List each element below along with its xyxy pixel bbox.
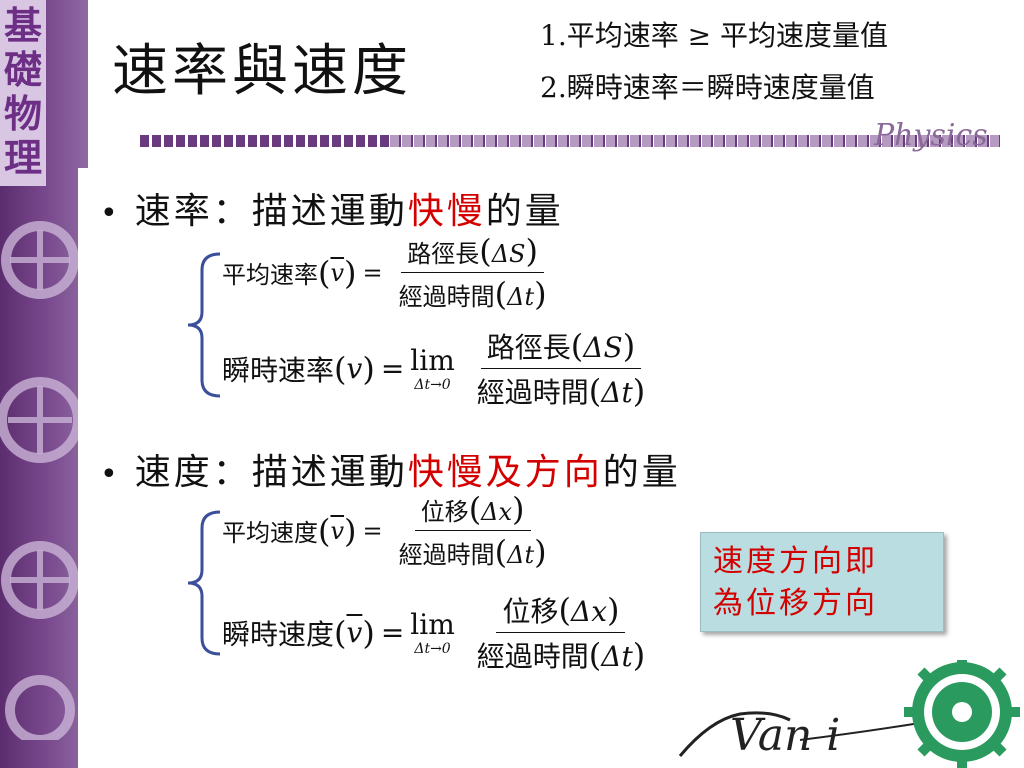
eq2-den: 經過時間 [476, 376, 589, 409]
bullet-velocity-suffix: 的量 [602, 452, 681, 493]
note-line-2: 為位移方向 [713, 586, 878, 621]
bullet-speed: • 速率：描述運動快慢的量 [100, 182, 564, 234]
eq2-num: 路徑長 [486, 331, 571, 364]
bullet-speed-prefix: 速率：描述運動 [134, 191, 408, 232]
eq4-den-var: Δt [601, 640, 633, 673]
eq3-num: 位移 [420, 498, 469, 526]
bullet-velocity: • 速度：描述運動快慢及方向的量 [100, 443, 681, 495]
rule-2: 2.瞬時速率＝瞬時速度量值 [540, 71, 875, 104]
note-line-1: 速度方向即 [713, 544, 878, 579]
brand-text: Physics [874, 118, 988, 153]
eq3-den-var: Δt [507, 541, 535, 569]
eq1-num-var: ΔS [491, 240, 526, 268]
eq3-var: v [330, 516, 345, 545]
bullet-dot-icon: • [100, 457, 121, 492]
eq4-num: 位移 [502, 595, 559, 628]
equation-average-velocity: 平均速度 (v) = 位移(Δx) 經過時間(Δt) [222, 490, 553, 571]
eq1-fraction: 路徑長(ΔS) 經過時間(Δt) [398, 232, 547, 313]
eq1-den: 經過時間 [398, 283, 495, 311]
page-title: 速率與速度 [112, 39, 412, 104]
note-box: 速度方向即 為位移方向 [700, 532, 944, 632]
bullet-speed-highlight: 快慢 [407, 191, 486, 232]
eq4-var: v [346, 616, 363, 649]
eq1-den-var: Δt [507, 283, 535, 311]
divider-light [390, 135, 1000, 147]
eq3-num-var: Δx [481, 498, 513, 526]
gear-icon [904, 660, 1020, 768]
eq1-num: 路徑長 [407, 240, 480, 268]
rule-1: 1.平均速率 ≥ 平均速度量值 [540, 19, 888, 52]
gear-decor-icon [0, 221, 83, 740]
eq1-var: v [330, 258, 345, 287]
eq4-den: 經過時間 [476, 640, 589, 673]
eq2-num-var: ΔS [583, 331, 623, 364]
vani-logo-icon: Van i [678, 660, 1020, 768]
brace-speed-icon [187, 252, 221, 398]
eq4-lhs: 瞬時速度 [222, 617, 335, 651]
eq2-den-var: Δt [601, 376, 633, 409]
equation-average-speed: 平均速率 (v) = 路徑長(ΔS) 經過時間(Δt) [222, 232, 553, 313]
eq2-lhs: 瞬時速率 [222, 353, 335, 387]
eq2-var: v [346, 352, 363, 385]
eq2-fraction: 路徑長(ΔS) 經過時間(Δt) [476, 327, 646, 410]
bullet-velocity-highlight: 快慢及方向 [407, 452, 603, 493]
content-panel [78, 168, 1024, 768]
eq3-den: 經過時間 [398, 541, 495, 569]
logo-text: Van i [730, 710, 840, 761]
eq3-lhs: 平均速度 [222, 519, 318, 547]
bullet-velocity-prefix: 速度：描述運動 [134, 452, 408, 493]
bullet-dot-icon: • [100, 196, 121, 231]
left-decor-strip: 基礎物理 [0, 0, 88, 768]
bullet-speed-suffix: 的量 [485, 191, 564, 232]
eq4-num-var: Δx [570, 595, 607, 628]
brace-velocity-icon [187, 510, 221, 656]
eq3-fraction: 位移(Δx) 經過時間(Δt) [398, 490, 547, 571]
eq4-fraction: 位移(Δx) 經過時間(Δt) [476, 591, 646, 674]
sidebar-label: 基礎物理 [0, 0, 46, 186]
eq1-lhs: 平均速率 [222, 261, 318, 289]
